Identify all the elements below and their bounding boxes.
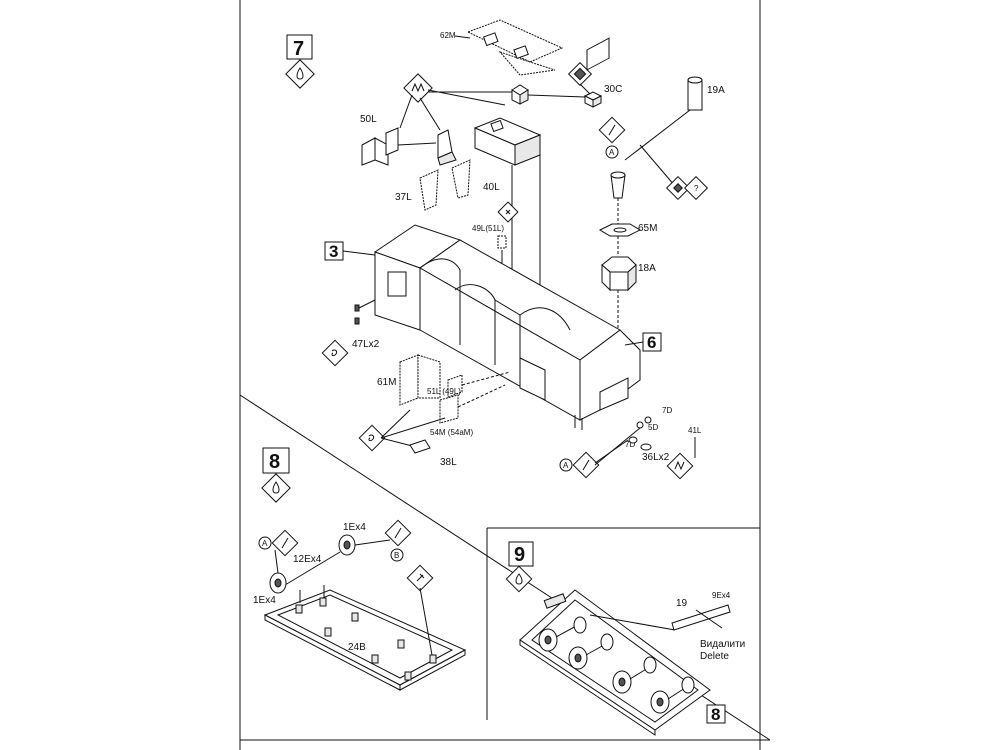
label-24b: 24B bbox=[348, 642, 366, 653]
label-7d-b: 7D bbox=[625, 440, 635, 449]
label-remove-ua: Видалити bbox=[700, 639, 745, 650]
label-30c: 30C bbox=[604, 84, 622, 95]
label-1ex4-a: 1Ex4 bbox=[343, 522, 366, 533]
step-7-number: 7 bbox=[293, 38, 304, 60]
part-19a: 19A bbox=[624, 76, 725, 187]
label-38l: 38L bbox=[440, 457, 457, 468]
paint-icon bbox=[572, 451, 600, 479]
svg-text:A: A bbox=[563, 461, 569, 470]
label-12ex4: 12Ex4 bbox=[293, 554, 322, 565]
step-9-assembly: 19 9Ex4 Видалити Delete 8 bbox=[519, 589, 745, 736]
label-remove-en: Delete bbox=[700, 651, 729, 662]
part-37l-40l: 37L 40L bbox=[395, 159, 500, 211]
wheelset-1 bbox=[538, 616, 587, 652]
marker-a-s8: A bbox=[258, 536, 272, 550]
wheelset-3 bbox=[612, 656, 657, 694]
drop-icon bbox=[285, 59, 315, 89]
carriage-body bbox=[373, 37, 641, 430]
label-18a: 18A bbox=[638, 263, 656, 274]
label-37l: 37L bbox=[395, 192, 412, 203]
label-51l: 51L (49L) bbox=[427, 387, 461, 396]
file-icon bbox=[666, 452, 694, 480]
svg-text:B: B bbox=[394, 551, 399, 560]
marker-a-mid: A bbox=[559, 458, 573, 472]
glue-icon bbox=[406, 564, 434, 592]
marker-a-top: A bbox=[605, 145, 619, 159]
step-8-assembly: A B 1Ex4 12Ex4 1Ex4 bbox=[253, 519, 467, 691]
step-7-header: 7 bbox=[285, 34, 315, 89]
svg-text:A: A bbox=[609, 148, 615, 157]
label-9ex4: 9Ex4 bbox=[712, 591, 731, 600]
label-54m: 54M (54aM) bbox=[430, 428, 473, 437]
part-30c: 30C bbox=[511, 61, 622, 108]
label-36l: 36Lx2 bbox=[642, 452, 670, 463]
paint-icon bbox=[384, 519, 412, 547]
ref-box-3: 3 bbox=[324, 241, 376, 261]
svg-text:?: ? bbox=[694, 184, 699, 193]
label-41l: 41L bbox=[688, 426, 702, 435]
wheelset-2 bbox=[568, 633, 614, 670]
part-62m-roof: 62M bbox=[440, 19, 564, 76]
label-62m: 62M bbox=[440, 31, 456, 40]
question-icon: ? bbox=[683, 175, 709, 201]
step-9-number: 9 bbox=[514, 544, 525, 566]
step-8-number: 8 bbox=[269, 451, 280, 473]
marker-b-s8: B bbox=[390, 548, 404, 562]
svg-text:8: 8 bbox=[711, 705, 720, 724]
label-65m: 65M bbox=[638, 223, 657, 234]
part-lamp-assembly: 65M 18A bbox=[598, 171, 657, 330]
label-47l: 47Lx2 bbox=[352, 339, 380, 350]
glue-icon bbox=[358, 424, 386, 452]
label-61m: 61M bbox=[377, 377, 396, 388]
file-icon bbox=[403, 73, 433, 103]
part-50l: 50L bbox=[360, 94, 457, 166]
step-9-header: 9 bbox=[505, 541, 534, 593]
paint-icon bbox=[271, 529, 299, 557]
ref-box-8: 8 bbox=[706, 704, 726, 724]
drop-icon bbox=[261, 473, 291, 503]
svg-text:A: A bbox=[262, 539, 268, 548]
svg-text:3: 3 bbox=[329, 242, 338, 261]
label-50l: 50L bbox=[360, 114, 377, 125]
label-1ex4-b: 1Ex4 bbox=[253, 595, 276, 606]
svg-text:6: 6 bbox=[647, 333, 656, 352]
label-40l: 40L bbox=[483, 182, 500, 193]
glue-icon bbox=[665, 175, 691, 201]
part-7d-5d-group: 7D 5D 7D 41L 36Lx2 A bbox=[559, 406, 702, 480]
glue-icon bbox=[497, 201, 519, 223]
glue-icon bbox=[321, 339, 349, 367]
glue-icon bbox=[567, 61, 593, 87]
step-8-header: 8 bbox=[261, 447, 291, 503]
part-61m-group: 61M 51L (49L) 54M (54aM) 38L bbox=[358, 354, 511, 468]
label-49l: 49L(51L) bbox=[472, 224, 504, 233]
drop-icon bbox=[505, 565, 533, 593]
label-5d: 5D bbox=[648, 423, 658, 432]
part-47l: 47Lx2 bbox=[321, 299, 380, 367]
label-19: 19 bbox=[676, 598, 688, 609]
label-19a: 19A bbox=[707, 85, 725, 96]
paint-icon bbox=[598, 116, 626, 144]
label-7d-a: 7D bbox=[662, 406, 672, 415]
ref-box-6: 6 bbox=[624, 332, 662, 352]
wheelset-4 bbox=[650, 676, 695, 714]
